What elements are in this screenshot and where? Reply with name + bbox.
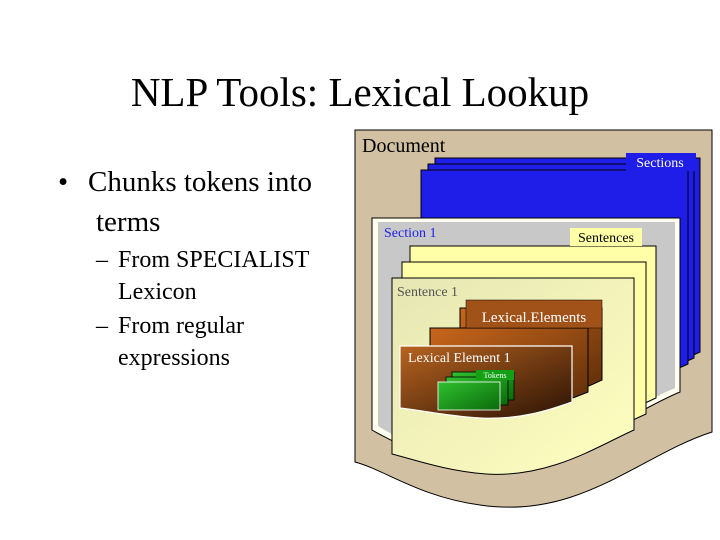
bullet-marker: • [58, 166, 69, 198]
bullet-text-line: terms [96, 206, 161, 238]
sentences-tag-label: Sentences [578, 231, 634, 246]
tokens-page-front [437, 381, 501, 411]
sub-bullet-marker: – [96, 247, 108, 273]
bullet-text-line: Chunks tokens into [88, 166, 312, 198]
sub-bullet-item: – From regular expressions [58, 310, 358, 374]
sub-bullet-text-line: From SPECIALIST [118, 247, 310, 273]
sections-tag-label: Sections [636, 156, 683, 171]
bullet-list: • Chunks tokens into terms – From SPECIA… [58, 162, 358, 374]
sentence-label: Sentence 1 [397, 285, 458, 300]
document-label: Document [362, 135, 446, 157]
bullet-item: • Chunks tokens into terms [58, 162, 358, 242]
sub-bullet-text-line: expressions [118, 345, 230, 371]
sub-bullet-text-line: Lexicon [118, 279, 197, 305]
lexical-elements-tag [465, 299, 603, 329]
tokens-tag [476, 370, 514, 380]
sub-bullet-text-line: From regular [118, 313, 244, 339]
tokens-tag-label: Tokens [484, 371, 507, 380]
lexical-elements-tag-label: Lexical.Elements [482, 310, 587, 326]
sub-bullet-item: – From SPECIALIST Lexicon [58, 244, 358, 308]
section-label: Section 1 [384, 226, 437, 241]
sentences-tag [570, 228, 642, 246]
sections-tag [626, 153, 696, 171]
sub-bullet-marker: – [96, 313, 108, 339]
slide-title: NLP Tools: Lexical Lookup [130, 69, 590, 115]
lexical-element-label: Lexical Element 1 [408, 351, 511, 366]
